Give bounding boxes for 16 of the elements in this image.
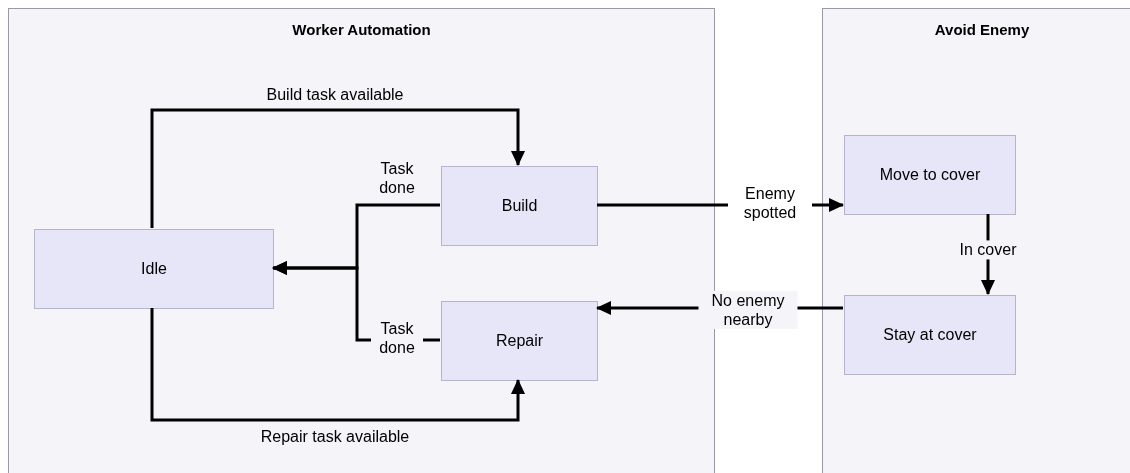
state-label: Idle xyxy=(141,260,167,278)
state-label: Move to cover xyxy=(879,166,981,184)
state-box xyxy=(844,135,1016,215)
edge-label: No enemy nearby xyxy=(698,290,798,330)
state-box xyxy=(844,295,1016,375)
state-box xyxy=(441,166,598,246)
group-panel xyxy=(822,8,1130,473)
arrow xyxy=(150,108,525,228)
state-box xyxy=(34,229,274,309)
state-box xyxy=(441,301,598,381)
state-label: Repair xyxy=(495,332,544,350)
state-label: Stay at cover xyxy=(883,326,977,344)
arrow xyxy=(150,308,525,422)
group-title: Avoid Enemy xyxy=(933,21,1031,38)
state-label: Build xyxy=(501,197,538,215)
group-title: Worker Automation xyxy=(291,21,432,38)
